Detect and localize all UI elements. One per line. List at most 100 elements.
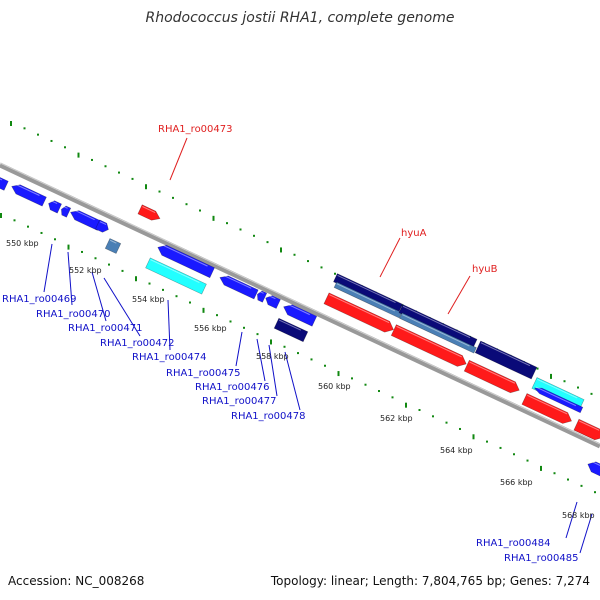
scale-tick bbox=[378, 390, 380, 393]
gene-ro00474b bbox=[145, 257, 207, 295]
top-connectors bbox=[169, 137, 471, 315]
gene-forward-3 bbox=[463, 359, 520, 394]
gene-ro00483 bbox=[533, 386, 584, 414]
scale-tick bbox=[320, 266, 323, 269]
gene-label-ro00477: RHA1_ro00477 bbox=[202, 396, 277, 407]
scale-tick bbox=[364, 383, 367, 386]
scale-tick bbox=[185, 203, 188, 206]
scale-tick bbox=[310, 358, 313, 361]
gene-label-hyuA: hyuA bbox=[401, 228, 427, 239]
gene-label-hyuB: hyuB bbox=[472, 264, 498, 275]
kbp-label: 558 kbp bbox=[256, 352, 289, 361]
kbp-label: 550 kbp bbox=[6, 239, 39, 248]
scale-tick bbox=[172, 196, 174, 199]
scale-tick bbox=[212, 215, 215, 221]
gene-forward-1 bbox=[323, 292, 394, 333]
scale-tick bbox=[283, 345, 286, 348]
scale-tick bbox=[553, 472, 556, 475]
scale-tick bbox=[270, 339, 272, 345]
gene-label-ro00478: RHA1_ro00478 bbox=[231, 411, 306, 422]
scale-tick bbox=[432, 415, 434, 418]
gene-label-ro00472: RHA1_ro00472 bbox=[100, 338, 175, 349]
scale-tick bbox=[175, 295, 178, 298]
scale-tick bbox=[148, 282, 151, 285]
scale-tick bbox=[54, 238, 56, 241]
scale-tick bbox=[594, 491, 596, 494]
scale-tick bbox=[108, 263, 110, 266]
kbp-label: 554 kbp bbox=[132, 295, 165, 304]
gene-ro00470b bbox=[61, 205, 72, 218]
scale-tick bbox=[77, 152, 80, 158]
scale-tick bbox=[91, 158, 93, 161]
scale-tick bbox=[229, 320, 232, 323]
kbp-label: 566 kbp bbox=[500, 478, 533, 487]
scale-tick bbox=[37, 133, 39, 136]
gene-ro00484 bbox=[587, 460, 600, 478]
scale-tick bbox=[486, 440, 488, 443]
scale-tick bbox=[563, 380, 566, 383]
gene-ro00476 bbox=[257, 290, 268, 303]
scale-tick bbox=[216, 314, 218, 317]
gene-hyuA-steel bbox=[333, 281, 403, 319]
scale-tick bbox=[540, 465, 542, 471]
scale-tick bbox=[445, 421, 448, 424]
scale-tick bbox=[536, 367, 539, 370]
scale-tick bbox=[526, 459, 529, 462]
scale-tick bbox=[580, 484, 583, 487]
gene-ro00478 bbox=[283, 303, 318, 327]
scale-tick bbox=[23, 127, 26, 130]
gene-ro00481 bbox=[474, 340, 538, 380]
scale-tick bbox=[253, 234, 255, 237]
genome-backbone bbox=[0, 162, 600, 449]
gene-ro00472 bbox=[104, 238, 122, 254]
genome-stats-text: Topology: linear; Length: 7,804,765 bp; … bbox=[270, 574, 590, 588]
gene-ro00477 bbox=[265, 294, 281, 309]
kbp-label: 564 kbp bbox=[440, 446, 473, 455]
scale-tick bbox=[13, 219, 16, 222]
scale-tick bbox=[135, 276, 137, 282]
scale-tick bbox=[0, 213, 2, 218]
scale-tick bbox=[297, 352, 299, 355]
gene-forward-5 bbox=[573, 418, 600, 441]
gene-label-ro00470: RHA1_ro00470 bbox=[36, 309, 111, 320]
scale-tick bbox=[145, 184, 147, 190]
scale-tick bbox=[459, 427, 461, 430]
scale-tick bbox=[189, 301, 191, 304]
gene-label-ro00476: RHA1_ro00476 bbox=[195, 382, 270, 393]
scale-tick bbox=[67, 244, 70, 250]
gene-forward-2 bbox=[390, 324, 467, 367]
accession-text: Accession: NC_008268 bbox=[8, 574, 145, 588]
scale-tick bbox=[121, 269, 124, 272]
gene-label-ro00474: RHA1_ro00474 bbox=[132, 352, 207, 363]
scale-tick bbox=[239, 228, 242, 231]
scale-tick bbox=[590, 392, 593, 395]
scale-tick bbox=[162, 288, 164, 291]
scale-tick bbox=[418, 408, 421, 411]
scale-tick bbox=[337, 371, 340, 377]
scale-tick bbox=[202, 307, 205, 313]
scale-tick bbox=[391, 396, 394, 399]
scale-tick bbox=[293, 253, 296, 256]
kbp-label: 568 kbp bbox=[562, 511, 595, 520]
gene-ro00468 bbox=[0, 174, 9, 191]
scale-tick bbox=[40, 231, 43, 234]
scale-tick bbox=[499, 446, 502, 449]
map-title: Rhodococcus jostii RHA1, complete genome bbox=[145, 10, 455, 26]
gene-forward-4 bbox=[521, 393, 572, 424]
scale-tick bbox=[50, 139, 53, 142]
scale-tick bbox=[226, 222, 228, 225]
scale-tick bbox=[513, 453, 515, 456]
scale-tick bbox=[550, 373, 552, 379]
gene-ro00469 bbox=[11, 183, 47, 207]
scale-tick bbox=[266, 241, 269, 244]
scale-tick bbox=[472, 434, 475, 440]
kbp-label: 562 kbp bbox=[380, 414, 413, 423]
kbp-labels: 550 kbp 552 kbp 554 kbp 556 kbp 558 kbp … bbox=[6, 239, 595, 520]
scale-tick bbox=[334, 272, 336, 275]
gene-ro00471b bbox=[95, 219, 109, 233]
bottom-gene-labels: RHA1_ro00469 RHA1_ro00470 RHA1_ro00471 R… bbox=[2, 294, 579, 564]
kbp-label: 552 kbp bbox=[69, 266, 102, 275]
kbp-label: 560 kbp bbox=[318, 382, 351, 391]
